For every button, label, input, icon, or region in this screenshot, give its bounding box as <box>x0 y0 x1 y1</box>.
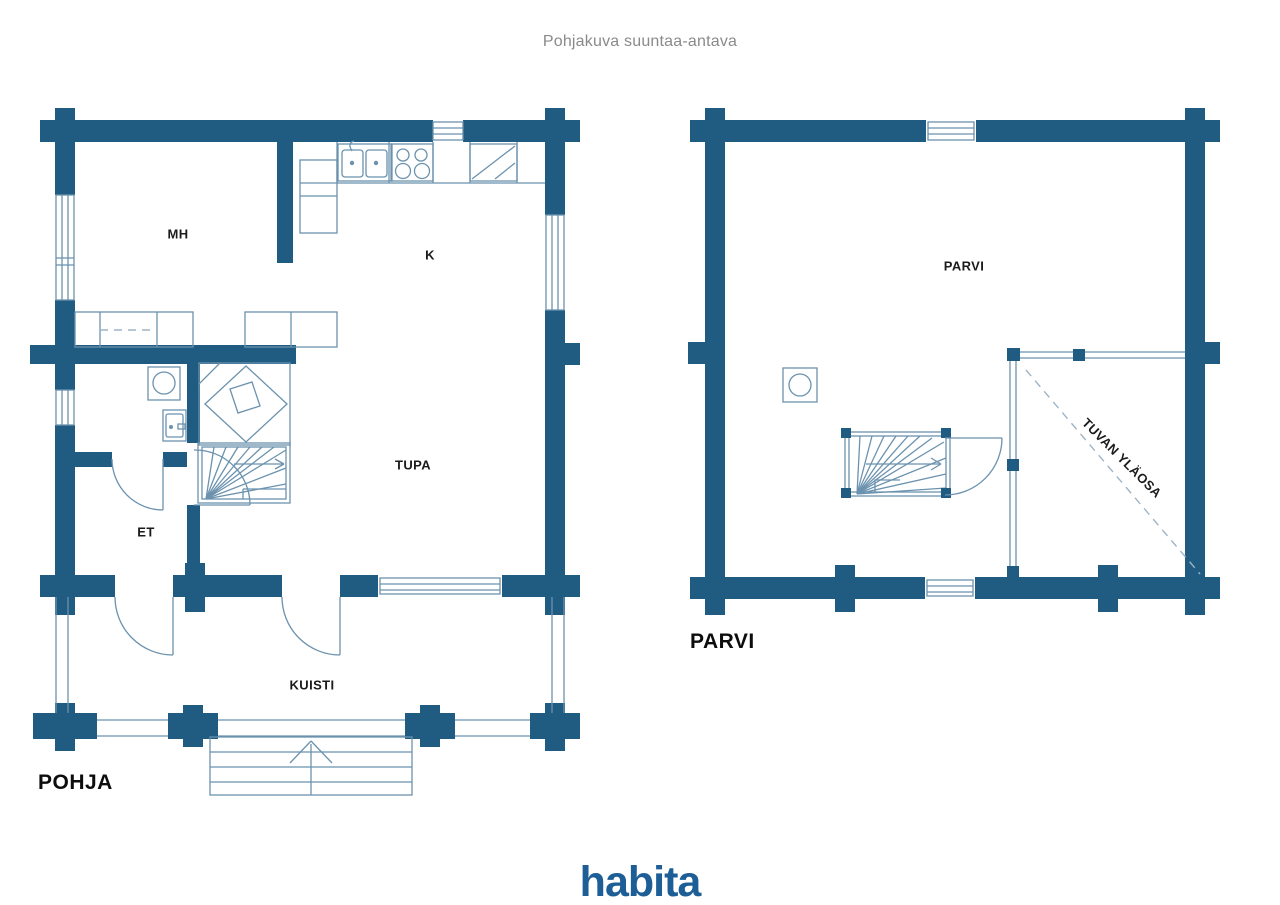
entry-steps <box>209 736 413 796</box>
stair-gate-arc <box>944 437 1003 496</box>
kitchen-counter <box>299 142 545 234</box>
door-arcs-pohja <box>111 449 341 656</box>
windows-parvi <box>925 119 976 600</box>
windows-pohja <box>55 119 565 598</box>
open-to-below-marker <box>1025 369 1201 575</box>
walls-pohja <box>30 108 580 615</box>
porch-railing <box>55 597 565 737</box>
stairs-icon <box>197 442 291 504</box>
room-label-tupa: TUPA <box>394 457 432 473</box>
cabinet <box>244 311 338 348</box>
washer-icon <box>147 366 181 401</box>
loft-railing <box>1007 348 1185 578</box>
floor-plan-pohja <box>30 108 580 796</box>
chimney-icon <box>782 367 818 403</box>
walls-parvi <box>688 108 1220 615</box>
bed <box>74 311 194 348</box>
room-label-kuisti: KUISTI <box>289 677 335 693</box>
room-label-et: ET <box>137 524 155 540</box>
room-label-k: K <box>425 247 435 263</box>
page-title: Pohjakuva suuntaa-antava <box>542 33 738 50</box>
porch-posts <box>33 703 580 751</box>
stairs-icon-loft <box>841 428 951 498</box>
sink-icon <box>337 140 393 182</box>
plan-caption-pohja: POHJA <box>38 771 113 794</box>
floor-plan-parvi <box>688 108 1220 615</box>
room-label-mh: MH <box>167 226 189 242</box>
fireplace-icon <box>198 362 291 446</box>
wc-sink-icon <box>162 409 187 442</box>
habita-logo: habita <box>579 858 702 905</box>
plan-caption-parvi: PARVI <box>690 630 755 653</box>
stove-icon <box>390 143 434 182</box>
fridge-icon <box>469 143 518 182</box>
room-label-parvi: PARVI <box>943 258 985 274</box>
